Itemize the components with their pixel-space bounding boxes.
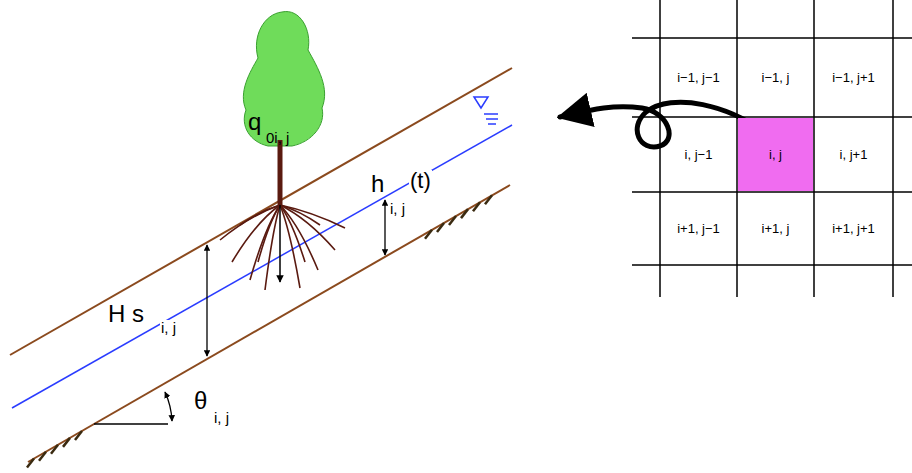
grid-cell: i, j−1 [661,118,736,191]
grid-cell: i+1, j [738,193,813,264]
root-stroke [280,205,345,228]
tree-trunk [278,140,283,205]
cell-index: i+1, j−1 [677,221,720,236]
cell-index: i+1, j+1 [832,221,875,236]
hatch-tick [51,445,58,454]
grid-cell: i−1, j+1 [815,39,892,116]
angle-subscript: i, j [213,410,230,425]
water-level-symbol [474,97,498,124]
grid-cell: i−1, j−1 [661,39,736,116]
bedrock-line [28,185,510,462]
water-table [12,125,512,408]
water-depth-arrow [384,200,385,255]
grid-cell: i, j [738,118,813,191]
depth-symbol: h [370,172,385,196]
tree-crown [243,12,324,146]
cell-index: i+1, j [762,221,790,236]
hatch-tick [425,230,432,239]
hatch-tick [485,195,492,204]
hatch-tick [449,216,456,225]
grid-cell: i−1, j [738,39,813,116]
bedrock-hatch [27,195,492,467]
grid-lines [632,0,912,297]
hatch-tick [39,452,46,461]
cell-index: i, j−1 [685,147,713,162]
root-stroke [258,205,280,262]
angle-symbol: θ [193,389,208,413]
angle-arc [165,392,172,421]
hatch-tick [27,459,34,468]
soil-depth-symbol: H s [107,302,145,326]
cell-index: i−1, j−1 [677,70,720,85]
flux-symbol: q [247,110,262,134]
cell-index: i−1, j [762,70,790,85]
hatch-tick [437,223,444,232]
grid-cell: i+1, j−1 [661,193,736,264]
tree-roots [220,205,345,290]
ground-surface [10,68,512,355]
uptake-arrow [279,205,281,282]
cell-index: i−1, j+1 [832,70,875,85]
soil-depth-arrow [206,245,207,356]
depth-subscript: i, j [389,201,406,216]
cell-index: i, j [769,147,782,162]
grid-cell: i+1, j+1 [815,193,892,264]
horizontal-reference [94,423,168,424]
hatch-tick [461,209,468,218]
soil-depth-subscript: i, j [160,320,177,335]
time-argument: (t) [409,170,432,192]
cell-index: i, j+1 [840,147,868,162]
grid-cell: i, j+1 [815,118,892,191]
flux-subscript: 0i, j [265,130,290,145]
hatch-tick [63,438,70,447]
root-stroke [280,205,305,262]
hatch-tick [473,202,480,211]
hatch-tick [75,431,82,440]
